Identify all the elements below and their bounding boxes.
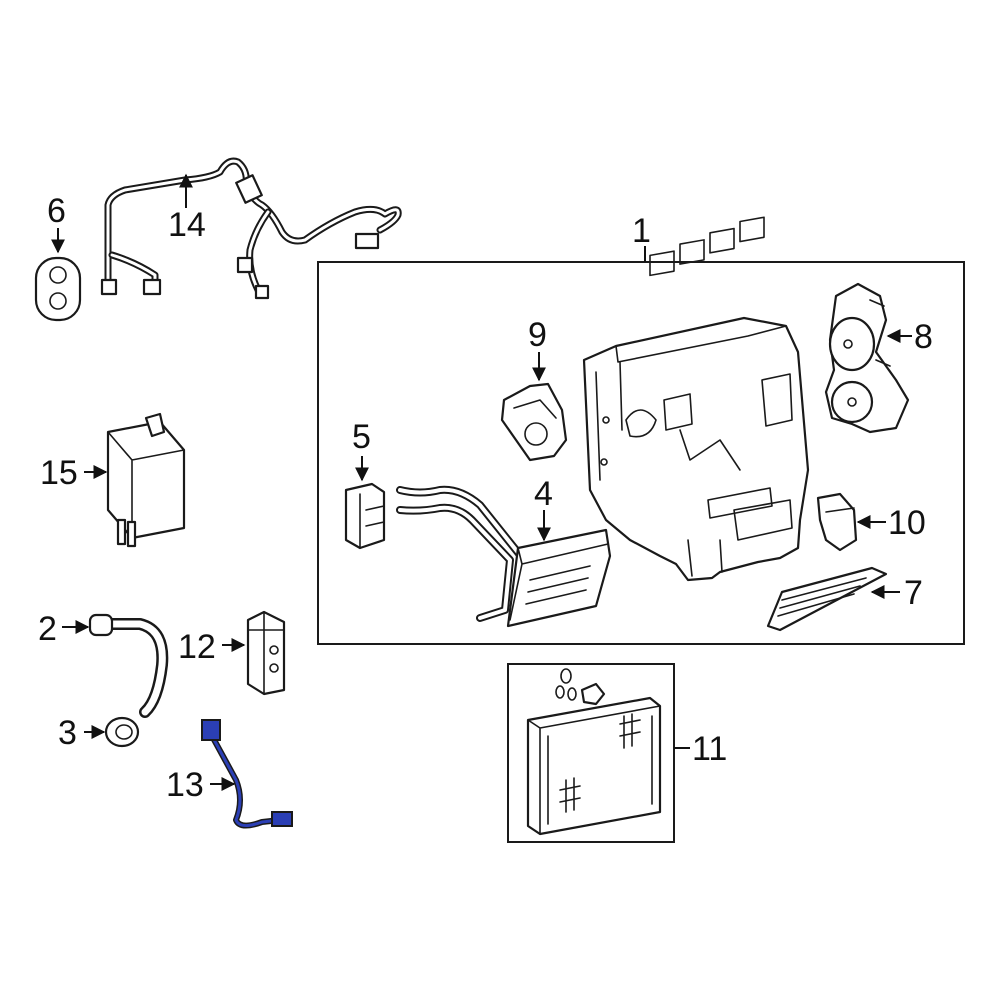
part-12-expansion-valve[interactable]	[246, 610, 286, 696]
part-7-filter[interactable]	[766, 566, 888, 632]
part-2-hose[interactable]	[88, 613, 169, 718]
callout-2: 2	[38, 610, 57, 648]
callout-5: 5	[352, 418, 371, 456]
part-14-wire-harness[interactable]	[100, 157, 402, 300]
callout-10: 10	[888, 504, 926, 542]
part-3-seal[interactable]	[104, 716, 140, 748]
part-10-cover[interactable]	[816, 492, 858, 552]
callout-8: 8	[914, 318, 933, 356]
callout-7: 7	[904, 574, 923, 612]
part-4-heater-core[interactable]	[396, 485, 612, 628]
callout-9: 9	[528, 316, 547, 354]
callout-14: 14	[168, 206, 206, 244]
callout-15: 15	[40, 454, 78, 492]
part-9-actuator[interactable]	[500, 382, 568, 462]
part-11-evaporator[interactable]	[526, 668, 662, 836]
evaporator-box	[507, 663, 675, 843]
part-13-sensor-wire[interactable]	[201, 719, 293, 829]
part-6-grommet[interactable]	[34, 256, 82, 322]
callout-3: 3	[58, 714, 77, 752]
callout-11: 11	[692, 730, 727, 768]
callout-4: 4	[534, 475, 553, 513]
heater-assembly-box	[317, 261, 965, 645]
part-15-control-module[interactable]	[106, 412, 186, 548]
part-8-blower-motor[interactable]	[824, 282, 910, 434]
heater-unit-housing	[582, 216, 810, 582]
callout-1: 1	[632, 212, 651, 250]
part-5-bracket[interactable]	[344, 482, 386, 550]
callout-6: 6	[47, 192, 66, 230]
callout-12: 12	[178, 628, 216, 666]
callout-13: 13	[166, 766, 204, 804]
